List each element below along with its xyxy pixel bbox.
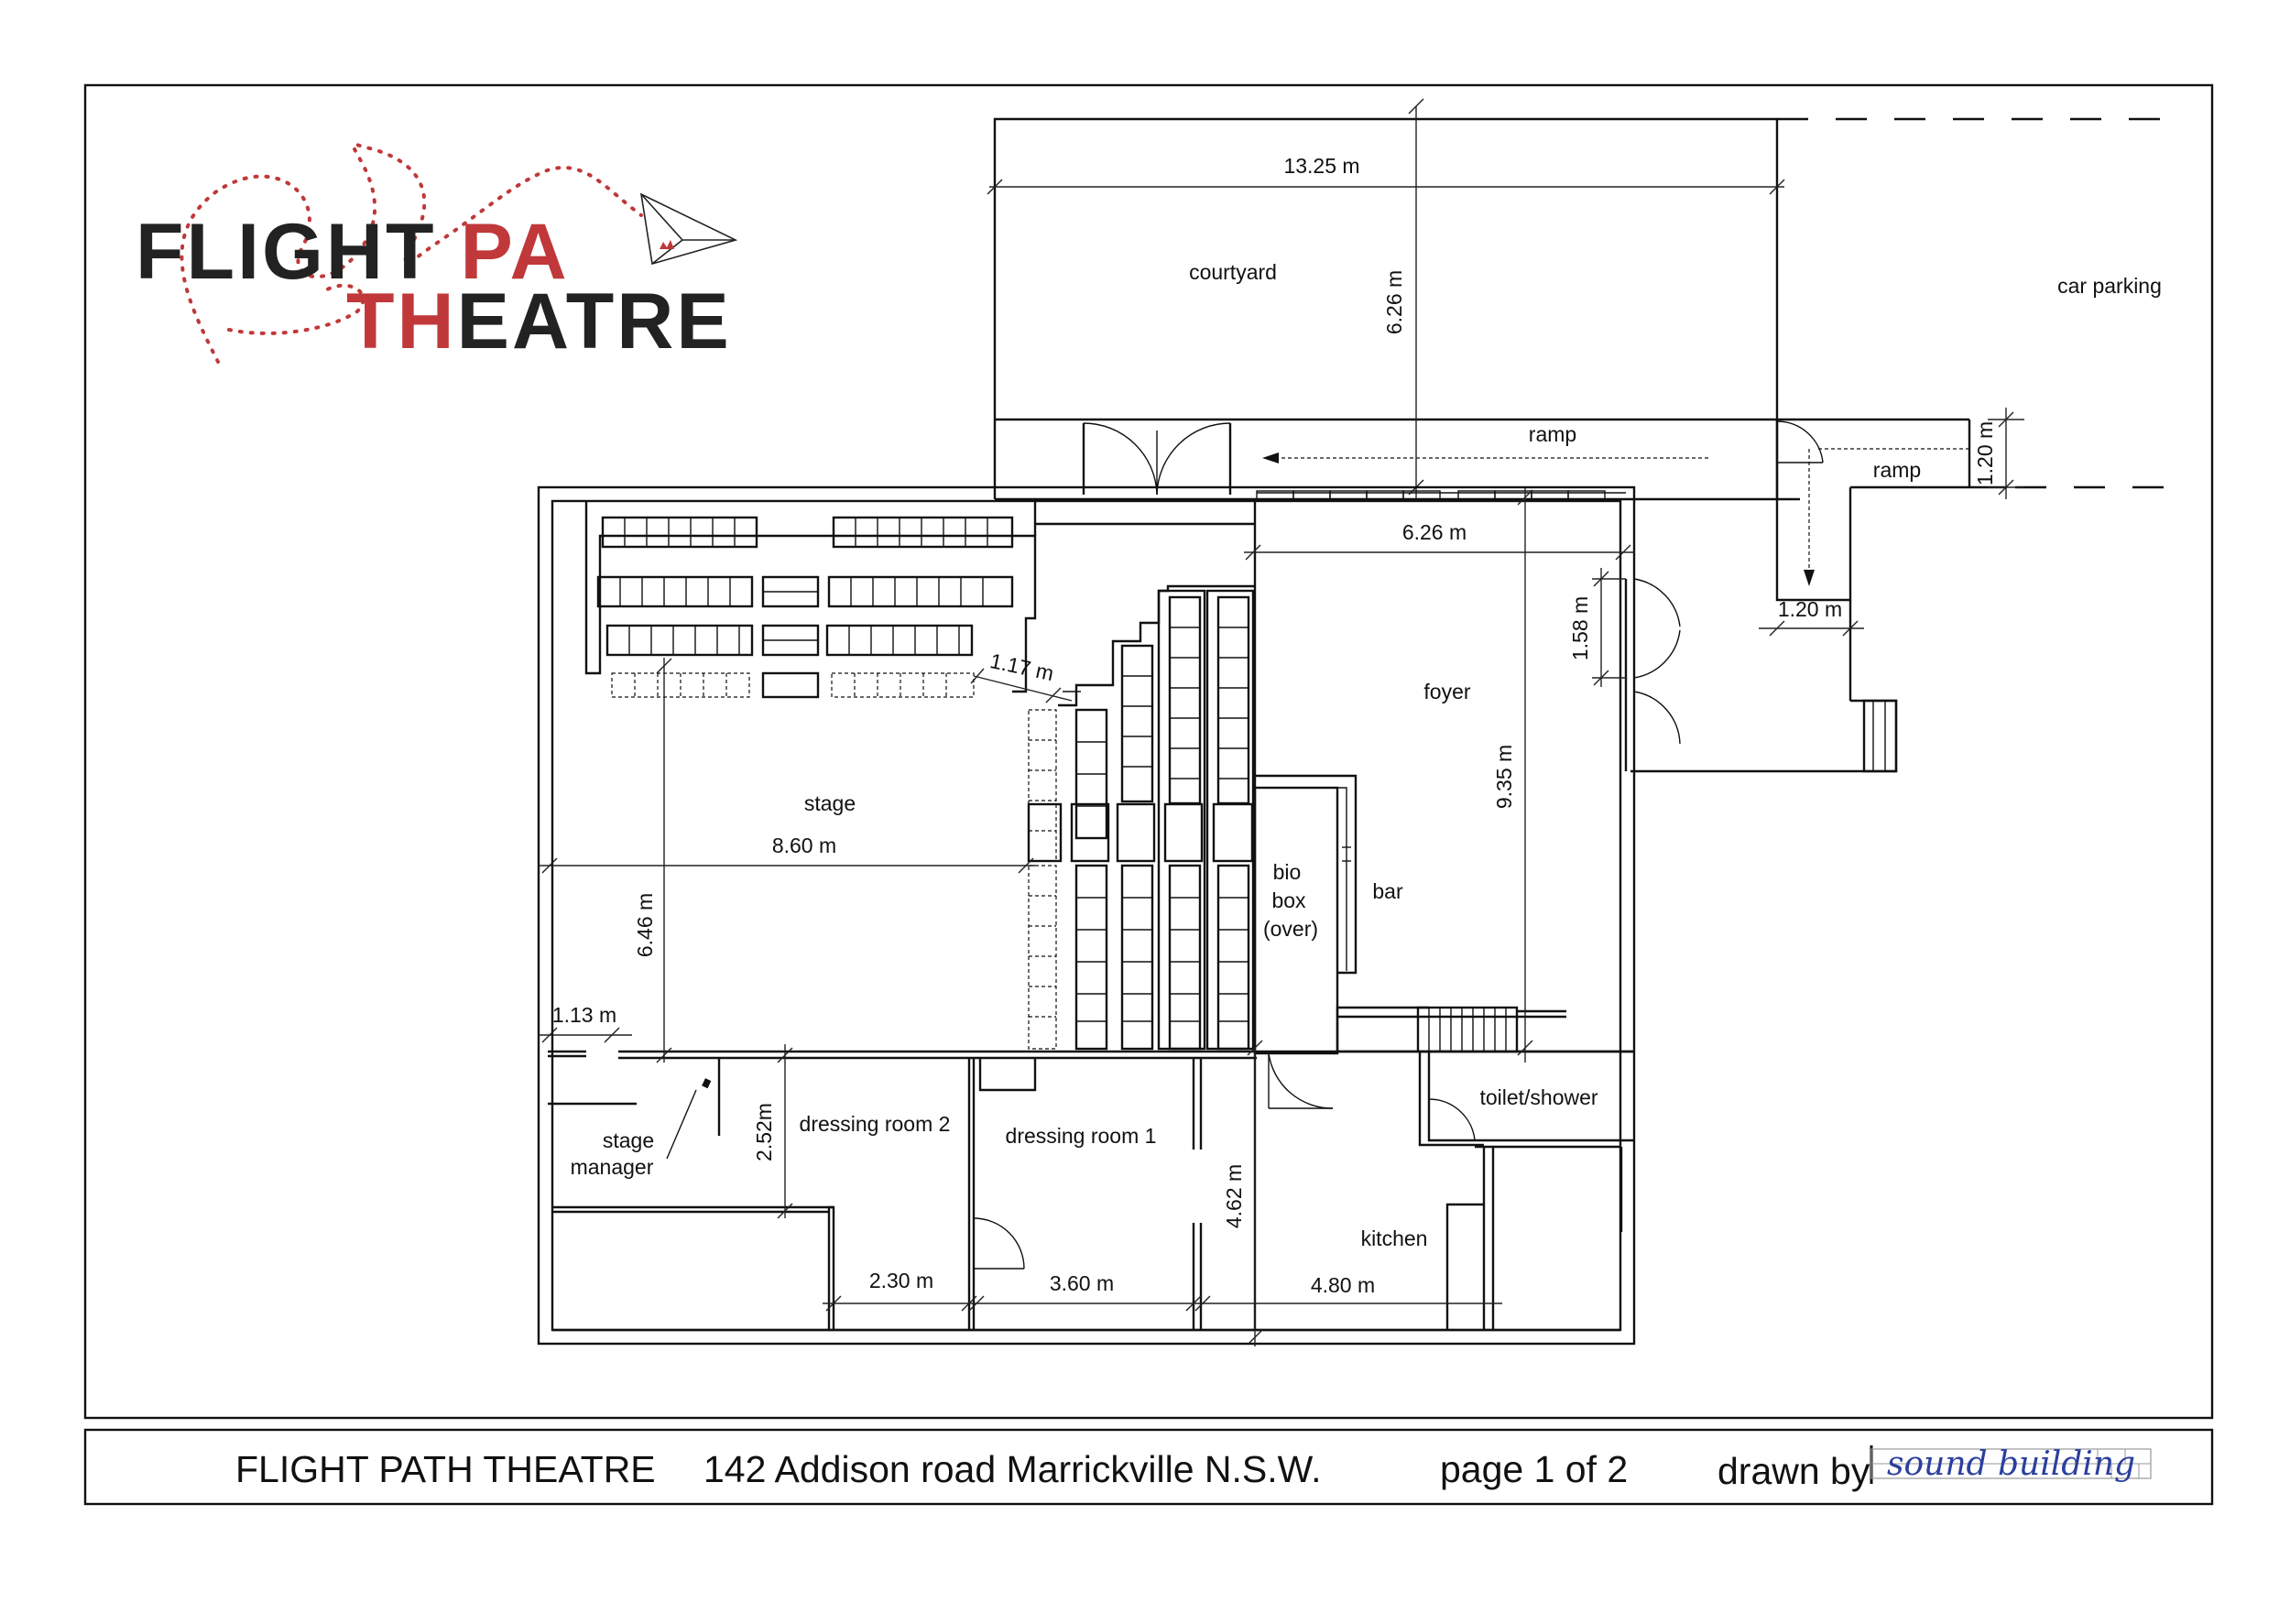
sound-building-logo: sound building <box>1870 1445 2152 1484</box>
seating-block-top <box>596 516 1014 699</box>
front-windows <box>1256 490 1606 501</box>
sound-building-logo-text: sound building <box>1887 1445 2135 1483</box>
footer-address: 142 Addison road Marrickville N.S.W. <box>703 1448 1322 1490</box>
dim-dressing1-width: 3.60 m <box>1050 1271 1114 1295</box>
flight-path-logo: FLIGHT PA THEATRE <box>136 142 738 365</box>
building-dimensions <box>539 487 1635 1346</box>
dimension-labels: 13.25 m 6.26 m 1.20 m 1.20 m 6.26 m 9.35… <box>552 154 1997 1297</box>
label-dressing-room-1: dressing room 1 <box>1006 1124 1157 1148</box>
logo-eatre: EATRE <box>457 278 732 365</box>
logo-flight: FLIGHT <box>136 208 437 296</box>
dim-dressing2-depth: 2.52m <box>752 1103 776 1161</box>
logo-line2: THEATRE <box>346 278 732 365</box>
dim-side-gap: 1.13 m <box>552 1003 616 1027</box>
label-bar: bar <box>1372 879 1403 903</box>
dim-door-width: 1.58 m <box>1568 596 1592 660</box>
logo-pa: PA <box>461 208 570 296</box>
label-bio-box-1: bio <box>1273 860 1302 884</box>
logo-line1: FLIGHT PA <box>136 208 570 296</box>
label-bio-box-2: box <box>1271 888 1306 912</box>
dim-dressing2-width: 2.30 m <box>869 1269 933 1292</box>
flight-path-dotted-trail <box>180 142 643 364</box>
main-building-walls <box>537 485 1681 1346</box>
dim-ramp-width: 1.20 m <box>1973 421 1997 485</box>
label-toilet-shower: toilet/shower <box>1479 1085 1598 1109</box>
label-courtyard: courtyard <box>1189 260 1277 284</box>
label-stage-manager-2: manager <box>571 1155 654 1179</box>
dim-stage-width: 8.60 m <box>772 834 836 857</box>
dim-foyer-width: 6.26 m <box>1402 520 1467 544</box>
courtyard-dimensions <box>987 98 2024 637</box>
footer-drawn-by: drawn by <box>1718 1450 1870 1492</box>
dim-aisle: 1.17 m <box>988 649 1056 685</box>
label-stage: stage <box>804 791 856 815</box>
title-block-frame <box>83 1428 2214 1506</box>
label-bio-box-3: (over) <box>1263 917 1318 941</box>
label-kitchen: kitchen <box>1361 1226 1428 1250</box>
label-dressing-room-2: dressing room 2 <box>800 1112 951 1136</box>
dim-courtyard-depth: 6.26 m <box>1382 270 1406 334</box>
seating-block-side <box>1027 589 1255 1051</box>
paper-plane-icon <box>639 192 738 266</box>
title-block: FLIGHT PATH THEATRE 142 Addison road Mar… <box>235 1445 2152 1492</box>
courtyard-area <box>993 117 2185 773</box>
logo-th: TH <box>346 278 457 365</box>
footer-page: page 1 of 2 <box>1440 1448 1628 1490</box>
label-stage-manager-1: stage <box>603 1128 654 1152</box>
label-foyer: foyer <box>1423 680 1470 703</box>
flight-path-dotted-loop <box>227 283 365 335</box>
dim-stage-depth: 6.46 m <box>633 893 657 957</box>
back-rooms-walls <box>548 1050 1634 1330</box>
footer-title: FLIGHT PATH THEATRE <box>235 1448 656 1490</box>
label-ramp-top: ramp <box>1529 422 1576 446</box>
dim-courtyard-width: 13.25 m <box>1283 154 1359 178</box>
drawing-frame <box>83 83 2214 1420</box>
dim-foyer-depth: 9.35 m <box>1492 745 1516 809</box>
label-car-parking: car parking <box>2057 274 2162 298</box>
room-labels: courtyard car parking ramp ramp foyer st… <box>571 260 2162 1250</box>
dim-kitchen-width: 4.80 m <box>1311 1273 1375 1297</box>
label-ramp-side: ramp <box>1873 458 1921 482</box>
dim-ramp-side-width: 1.20 m <box>1778 597 1842 621</box>
dim-kitchen-depth: 4.62 m <box>1222 1164 1246 1228</box>
